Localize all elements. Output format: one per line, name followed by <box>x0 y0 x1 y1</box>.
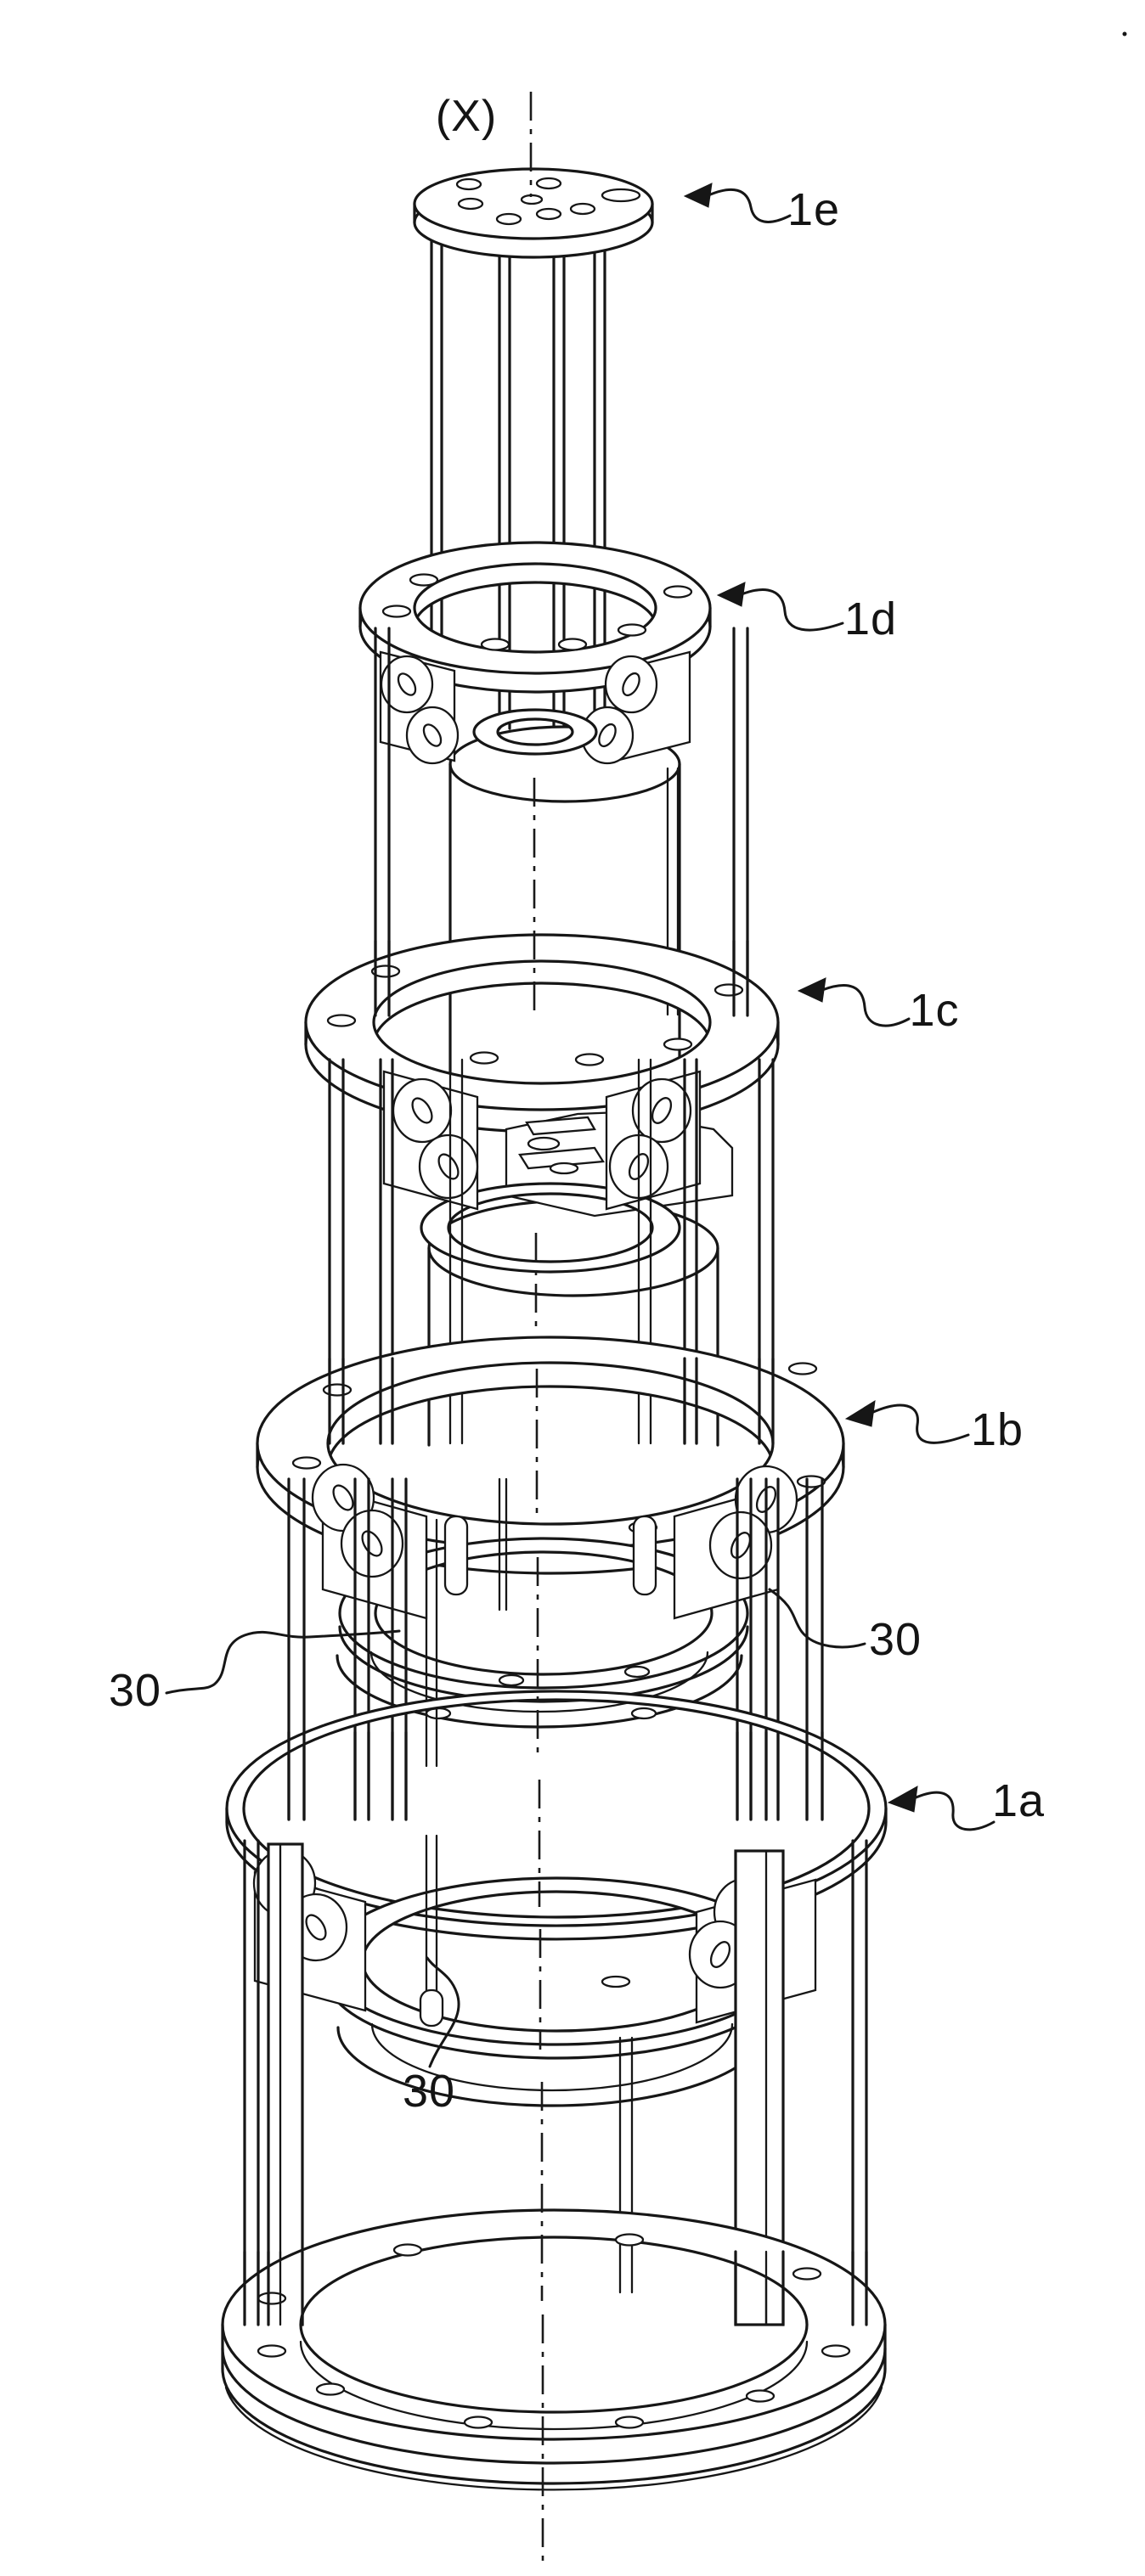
leader-30-right <box>768 1588 866 1649</box>
leader-1a <box>887 1786 996 1831</box>
tier-1d-outer-columns <box>374 627 749 1017</box>
center-axis-line <box>529 92 544 2561</box>
flange-1c <box>304 933 780 1133</box>
bolt-holes-1e <box>455 177 641 226</box>
part-label-30-right: 30 <box>868 1614 922 1665</box>
tube-end-cap <box>443 1515 469 1596</box>
part-label-1b: 1b <box>970 1404 1024 1455</box>
guide-rollers-1b <box>311 1463 798 1580</box>
leader-1e <box>683 183 792 223</box>
leader-1c <box>797 977 911 1027</box>
part-label-1e: 1e <box>787 184 841 235</box>
tier-1c-columns <box>328 1058 775 1445</box>
leader-30-left <box>165 1629 401 1695</box>
part-label-1a: 1a <box>991 1775 1046 1826</box>
part-label-30-left: 30 <box>108 1665 162 1716</box>
section-1b-internals <box>311 1463 798 1768</box>
rod-end-cap <box>419 1988 444 2028</box>
axis-label-x: (X) <box>435 92 498 141</box>
top-plate-1e <box>413 167 654 259</box>
tier-1e-guide-tubes <box>430 229 606 730</box>
section-1d-internals <box>379 650 691 1099</box>
section-1a-internals <box>252 1834 817 2107</box>
bolt-holes-1d <box>381 573 693 651</box>
tube-end-cap <box>632 1515 657 1596</box>
guide-rollers-1d <box>380 655 658 765</box>
tier-1b-columns <box>287 1477 824 1821</box>
part-label-1c: 1c <box>909 985 960 1036</box>
part-label-30-bottom: 30 <box>402 2066 456 2117</box>
leader-1b <box>844 1400 970 1444</box>
base-flange <box>221 2208 887 2491</box>
leader-1d <box>716 582 844 632</box>
part-label-1d: 1d <box>843 593 898 644</box>
leader-30-bottom <box>426 1956 460 2068</box>
scan-artifact-dot <box>1122 31 1127 37</box>
bolt-holes-1c <box>326 965 744 1066</box>
bolt-holes-base <box>257 2233 851 2429</box>
